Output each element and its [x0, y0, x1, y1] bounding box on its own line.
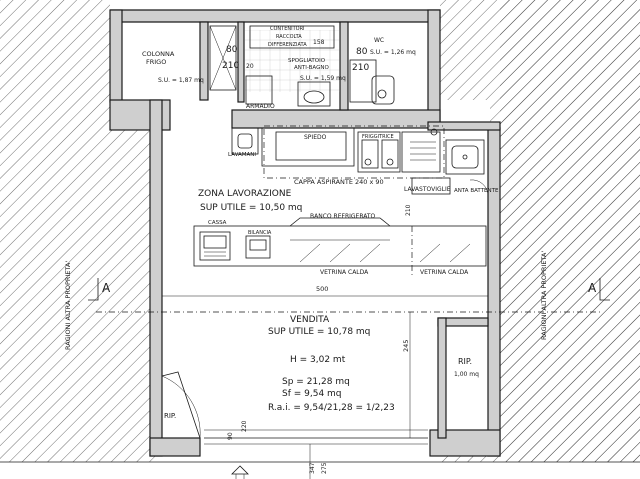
room-contenitori: CONTENITORI RACCOLTA DIFFERENZIATA 158	[249, 25, 335, 49]
colonna-line2: FRIGO	[146, 58, 166, 66]
dim-347: 347	[309, 462, 316, 474]
dim-80a: 80	[226, 45, 238, 55]
spogliatoio-area: S.U. = 1,59 mq	[300, 75, 346, 82]
stat-h: H = 3,02 mt	[290, 355, 346, 365]
dim-90: 90	[227, 432, 234, 440]
entrance-arrow-icon	[231, 465, 249, 475]
dim-158: 158	[313, 39, 325, 46]
stat-sf: Sf = 9,54 mq	[282, 389, 342, 399]
vendita-area: SUP UTILE = 10,78 mq	[268, 327, 370, 337]
dim-220: 220	[241, 420, 248, 432]
bilancia-label: BILANCIA	[248, 230, 272, 236]
wc-label: WC	[374, 37, 384, 44]
dim-210b: 210	[352, 63, 369, 73]
colonna-line1: COLONNA	[142, 50, 175, 58]
neighbour-hatch-left	[0, 0, 156, 462]
contenitori-line1: CONTENITORI	[270, 26, 305, 32]
drainboard	[410, 141, 436, 161]
dim-210a: 210	[222, 61, 239, 71]
rip-left-label: RIP.	[164, 412, 176, 420]
zona-lavorazione-area: SUP UTILE = 10,50 mq	[200, 203, 302, 213]
room-wc: WC 80 S.U. = 1,26 mq 210	[349, 37, 416, 105]
section-mark-left: A	[102, 281, 111, 295]
cappa-label: CAPPA ASPIRANTE 240 x 90	[294, 178, 384, 186]
cassa-label: CASSA	[208, 220, 227, 226]
dim-210c: 210	[405, 204, 412, 216]
counter: CASSA BILANCIA BANCO REFRIGERATO VETRINA…	[193, 213, 487, 276]
colonna-area: S.U. = 1,87 mq	[158, 77, 204, 84]
spogliatoio-line2: ANTI-BAGNO	[294, 65, 329, 71]
section-mark-right: A	[588, 281, 597, 295]
room-rip-left: RIP.	[161, 371, 201, 439]
left-side-label: RAGIONI ALTRA PROPRIETA'	[64, 261, 72, 350]
lavamani-label: LAVAMANI	[228, 152, 256, 158]
stat-sp: Sp = 21,28 mq	[282, 377, 350, 387]
friggitrici-label: FRIGGITRICE	[362, 134, 394, 140]
entrance: 90 220 347 275	[204, 420, 428, 479]
dim-275: 275	[321, 462, 328, 474]
dim-80b: 80	[356, 47, 368, 57]
anta-battente-label: ANTA BATTENTE	[454, 188, 499, 194]
dim-line-500: 500	[161, 285, 489, 300]
room-vendita: VENDITA SUP UTILE = 10,78 mq H = 3,02 mt…	[268, 312, 411, 438]
room-rip-right: RIP. 1,00 mq	[445, 357, 479, 430]
contenitori-line2: RACCOLTA	[276, 34, 302, 40]
spiedo-label: SPIEDO	[304, 134, 327, 141]
spogliatoio-line1: SPOGLIATOIO	[288, 58, 326, 64]
rip-right-label: RIP.	[458, 357, 472, 366]
dim-20: 20	[246, 63, 254, 70]
wc-area: S.U. = 1,26 mq	[370, 49, 416, 56]
right-side-label: RAGIONI ALTRA PROPRIETA'	[540, 251, 548, 340]
stat-rai: R.a.i. = 9,54/21,28 = 1/2,23	[268, 403, 395, 413]
vetrina-calda-2-label: VETRINA CALDA	[420, 269, 469, 276]
zona-lavorazione-title: ZONA LAVORAZIONE	[198, 189, 292, 199]
vendita-title: VENDITA	[290, 315, 330, 325]
door-block-colonna: 80 210 20	[209, 25, 254, 91]
room-colonna-frigo: COLONNA FRIGO S.U. = 1,87 mq	[142, 50, 204, 84]
dim-500: 500	[316, 285, 328, 293]
kitchen-equipment: LAVAMANI SPIEDO FRIGGITRICE CAPPA ASPIRA…	[228, 125, 499, 197]
lavastoviglie-label: LAVASTOVIGLIE	[404, 186, 451, 193]
vetrina-calda-1-label: VETRINA CALDA	[320, 269, 369, 276]
banco-refrigerato-label: BANCO REFRIGERATO	[310, 213, 376, 220]
room-spogliatoio: SPOGLIATOIO ANTI-BAGNO S.U. = 1,59 mq AR…	[245, 58, 346, 110]
contenitori-line3: DIFFERENZIATA	[268, 42, 307, 48]
dim-245: 245	[402, 340, 410, 352]
section-line	[88, 278, 610, 313]
zona-lavorazione-labels: ZONA LAVORAZIONE SUP UTILE = 10,50 mq 21…	[198, 189, 412, 216]
armadio-label: ARMADIO	[246, 103, 275, 110]
rip-right-area: 1,00 mq	[454, 371, 479, 378]
